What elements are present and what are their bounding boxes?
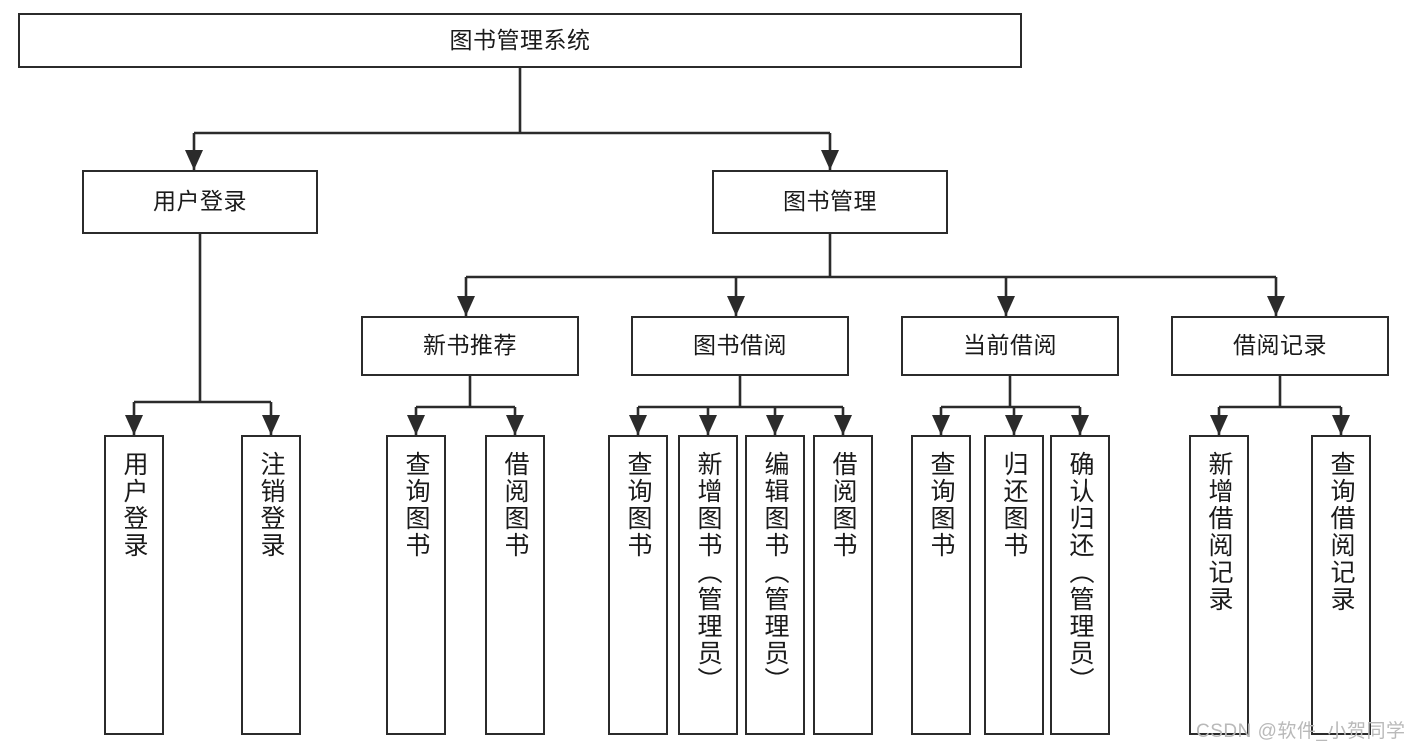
node-l12[interactable]: 新增借阅记录 (1189, 435, 1249, 735)
node-label: 编辑图书（管理员） (761, 451, 789, 694)
arrowhead-icon (766, 415, 784, 435)
node-l2[interactable]: 注销登录 (241, 435, 301, 735)
node-l9[interactable]: 查询图书 (911, 435, 971, 735)
node-login[interactable]: 用户登录 (82, 170, 318, 234)
arrowhead-icon (1332, 415, 1350, 435)
arrowhead-icon (457, 296, 475, 316)
node-current[interactable]: 当前借阅 (901, 316, 1119, 376)
node-l10[interactable]: 归还图书 (984, 435, 1044, 735)
node-label: 新增借阅记录 (1205, 451, 1233, 613)
arrowhead-icon (932, 415, 950, 435)
arrowhead-icon (834, 415, 852, 435)
node-records[interactable]: 借阅记录 (1171, 316, 1389, 376)
node-label: 借阅图书 (829, 451, 857, 559)
arrowhead-icon (821, 150, 839, 170)
node-label: 新书推荐 (423, 332, 517, 359)
arrowhead-icon (506, 415, 524, 435)
node-bookmgmt[interactable]: 图书管理 (712, 170, 948, 234)
node-label: 新增图书（管理员） (694, 451, 722, 694)
node-borrow[interactable]: 图书借阅 (631, 316, 849, 376)
arrowhead-icon (262, 415, 280, 435)
node-l6[interactable]: 新增图书（管理员） (678, 435, 738, 735)
arrowhead-icon (1005, 415, 1023, 435)
node-label: 图书管理 (783, 188, 877, 215)
arrowhead-icon (727, 296, 745, 316)
arrowhead-icon (185, 150, 203, 170)
node-l3[interactable]: 查询图书 (386, 435, 446, 735)
node-label: 用户登录 (153, 188, 247, 215)
arrowhead-icon (1071, 415, 1089, 435)
node-label: 注销登录 (257, 451, 285, 559)
arrowhead-icon (125, 415, 143, 435)
node-label: 图书借阅 (693, 332, 787, 359)
node-label: 确认归还（管理员） (1066, 451, 1094, 694)
arrowhead-icon (1267, 296, 1285, 316)
node-l8[interactable]: 借阅图书 (813, 435, 873, 735)
node-label: 查询图书 (402, 451, 430, 559)
node-l1[interactable]: 用户登录 (104, 435, 164, 735)
node-label: 查询图书 (624, 451, 652, 559)
node-l4[interactable]: 借阅图书 (485, 435, 545, 735)
node-label: 归还图书 (1000, 451, 1028, 559)
node-label: 图书管理系统 (449, 26, 591, 53)
csdn-watermark: CSDN @软件_小贺同学 (1196, 721, 1405, 742)
arrowhead-icon (629, 415, 647, 435)
node-label: 查询借阅记录 (1327, 451, 1355, 613)
arrowhead-icon (1210, 415, 1228, 435)
node-newbooks[interactable]: 新书推荐 (361, 316, 579, 376)
node-l7[interactable]: 编辑图书（管理员） (745, 435, 805, 735)
node-l11[interactable]: 确认归还（管理员） (1050, 435, 1110, 735)
node-l13[interactable]: 查询借阅记录 (1311, 435, 1371, 735)
arrowhead-icon (997, 296, 1015, 316)
arrowhead-icon (699, 415, 717, 435)
node-label: 用户登录 (120, 451, 148, 559)
node-label: 借阅记录 (1233, 332, 1327, 359)
arrowhead-icon (407, 415, 425, 435)
node-root[interactable]: 图书管理系统 (18, 13, 1022, 68)
node-l5[interactable]: 查询图书 (608, 435, 668, 735)
node-label: 借阅图书 (501, 451, 529, 559)
node-label: 当前借阅 (963, 332, 1057, 359)
node-label: 查询图书 (927, 451, 955, 559)
